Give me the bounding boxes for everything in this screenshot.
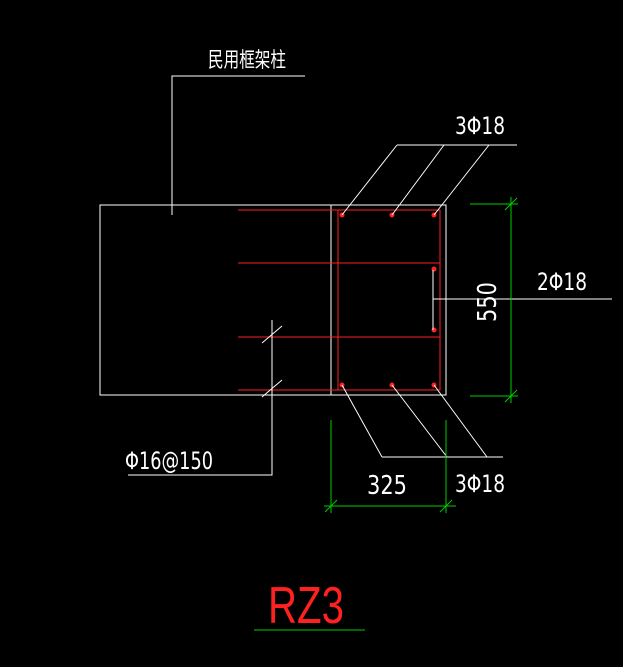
dowel-rebar-label: Φ16@150 [125,447,213,475]
leader-lines [128,75,612,476]
height-tick-bottom [504,389,518,403]
rebar-dots [339,212,437,388]
top-rebar-label: 3Φ18 [455,112,505,140]
bottom-rebar-leader-1 [341,384,383,458]
stirrup [337,209,441,391]
dimension-lines [254,197,518,631]
height-dim-label: 550 [473,282,503,322]
column-type-leader [171,75,305,215]
drawing-title: RZ3 [268,577,344,635]
top-rebar-leader-3 [433,144,490,216]
dowel-tick-2 [261,379,283,398]
top-rebar-leader-2 [391,144,445,216]
width-dim-label: 325 [367,471,407,501]
top-rebar-leader-1 [341,144,398,216]
rebar-group [238,209,441,391]
concrete-outline [99,204,447,396]
side-rebar-label: 2Φ18 [537,268,587,296]
dowel-leader [128,320,273,476]
width-tick-left [324,499,338,513]
width-tick-right [439,499,453,513]
bottom-rebar-leader-2 [391,384,448,458]
height-tick-top [504,197,518,211]
bottom-rebar-leader-3 [433,384,488,458]
bottom-rebar-label: 3Φ18 [455,470,505,498]
rebar-dot [431,266,437,272]
beam-outline [99,204,447,396]
rebar-dot [431,327,437,333]
column-type-label: 民用框架柱 [208,48,286,72]
dowel-tick-1 [261,325,283,344]
